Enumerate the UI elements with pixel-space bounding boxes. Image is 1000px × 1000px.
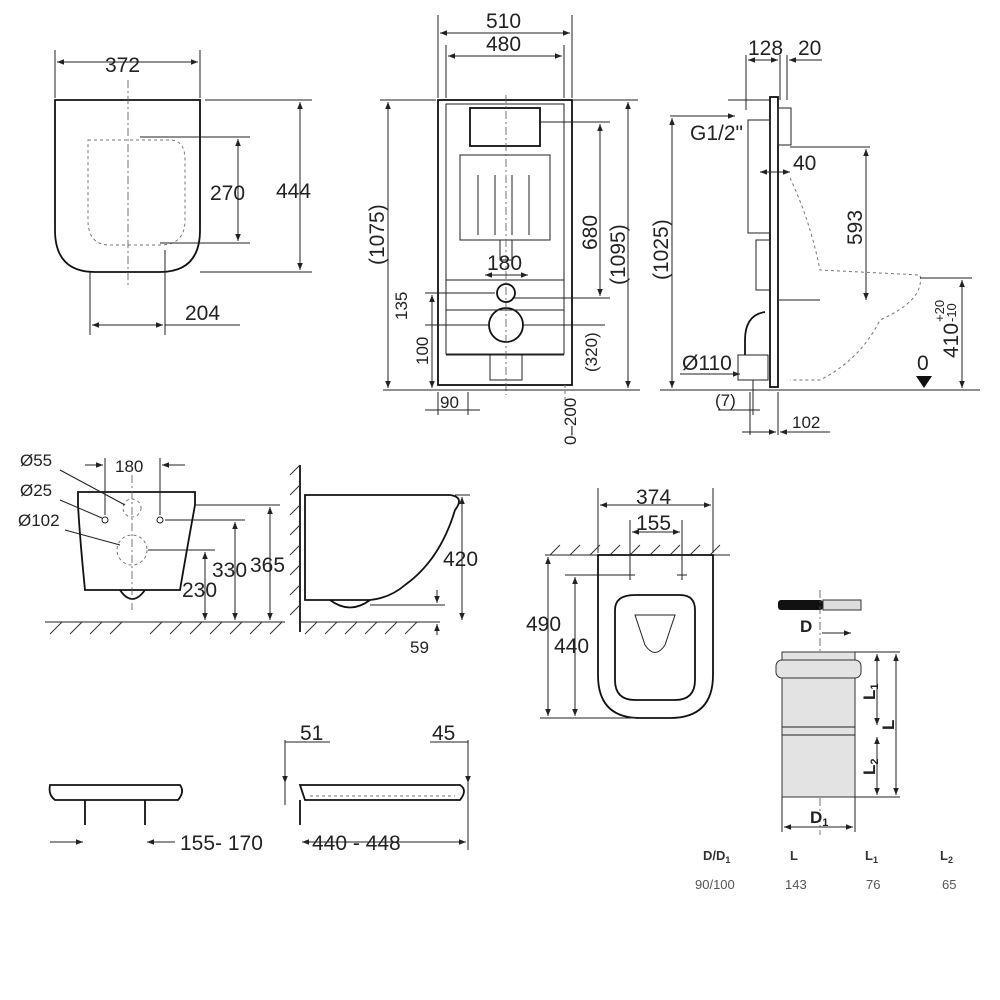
outlet-offset-label: (7) bbox=[715, 391, 736, 410]
top-height-365-label: 365 bbox=[250, 554, 285, 577]
floor-level-triangle-icon bbox=[916, 376, 932, 388]
table-cell-l1: 76 bbox=[866, 877, 880, 892]
hinge-range-label: 155- 170 bbox=[180, 832, 263, 855]
bolt-height-label: 135 bbox=[392, 292, 411, 320]
hinge-spacing-label: 204 bbox=[185, 302, 220, 325]
outlet-hole-diameter-label: Ø102 bbox=[18, 511, 60, 530]
flush-to-bolts-label: 593 bbox=[844, 210, 867, 245]
outlet-diameter-label: Ø110 bbox=[682, 352, 732, 375]
water-inlet-label: G1/2" bbox=[690, 122, 743, 145]
seat-tol-minus-label: -10 bbox=[944, 303, 959, 322]
frame-side-height-label: (1025) bbox=[650, 219, 673, 280]
bowl-bolt-spacing-label: 180 bbox=[115, 457, 143, 476]
bowl-inner-length-label: 440 bbox=[554, 635, 589, 658]
fitting-d1-label: D1 bbox=[810, 808, 828, 829]
seat-length-range-label: 440 - 448 bbox=[312, 832, 401, 855]
foot-offset-label: 90 bbox=[440, 393, 459, 412]
bolt-spacing-label: 180 bbox=[487, 252, 522, 275]
foot-adjust-label: 0–200 bbox=[561, 398, 580, 445]
frame-front-view: 510 480 (1075) 680 (1095) 180 135 100 (3… bbox=[366, 10, 640, 445]
bowl-front-view: Ø55 Ø25 Ø102 180 230 330 365 bbox=[18, 451, 285, 635]
frame-height-left-label: (1075) bbox=[366, 204, 389, 265]
bowl-side-view: 420 59 bbox=[289, 464, 478, 657]
bowl-width-label: 374 bbox=[636, 486, 671, 509]
outlet-center-label: (320) bbox=[582, 332, 601, 372]
seat-side-view: 155- 170 51 45 440 - 448 bbox=[48, 722, 471, 855]
frame-inner-width-label: 480 bbox=[486, 33, 521, 56]
seat-width-label: 372 bbox=[105, 54, 140, 77]
frame-height-right-label: (1095) bbox=[607, 224, 630, 285]
rear-offset-label: 51 bbox=[300, 722, 323, 745]
bolt-height-330-label: 330 bbox=[212, 559, 247, 582]
offset-label: 40 bbox=[793, 152, 816, 175]
floor-level-label: 0 bbox=[917, 352, 929, 375]
seat-inner-depth-label: 270 bbox=[210, 182, 245, 205]
table-header-l1: L1 bbox=[865, 848, 878, 865]
bowl-bottom-label: 59 bbox=[410, 638, 429, 657]
bowl-bolt-spacing-top-label: 155 bbox=[636, 512, 671, 535]
seat-top-view: 372 270 444 204 bbox=[54, 50, 312, 335]
table-cell-l: 143 bbox=[785, 877, 807, 892]
flush-height-label: 680 bbox=[579, 215, 602, 250]
frame-side-view: 128 20 G1/2" 40 593 (1025) 410 +20 -10 0… bbox=[650, 37, 980, 435]
fitting-l1-label: L1 bbox=[860, 683, 881, 700]
frame-outer-width-label: 510 bbox=[486, 10, 521, 33]
table-header-d-d1: D/D1 bbox=[703, 848, 730, 865]
outlet-height-230-label: 230 bbox=[182, 579, 217, 602]
frame-depth-label: 128 bbox=[748, 37, 783, 60]
fitting-l-label: L bbox=[879, 720, 898, 730]
seat-tol-plus-label: +20 bbox=[932, 300, 947, 322]
plate-thickness-label: 20 bbox=[798, 37, 821, 60]
fitting-table: D/D1 L L1 L2 90/100 143 76 65 bbox=[695, 848, 956, 892]
seat-depth-label: 444 bbox=[276, 180, 311, 203]
fitting-l2-label: L2 bbox=[860, 758, 881, 775]
table-cell-d-d1: 90/100 bbox=[695, 877, 735, 892]
front-offset-label: 45 bbox=[432, 722, 455, 745]
outlet-distance-label: 102 bbox=[792, 413, 820, 432]
bolt-hole-diameter-label: Ø55 bbox=[20, 451, 52, 470]
seat-height-label: 410 bbox=[940, 323, 963, 358]
outlet-height-label: 100 bbox=[413, 337, 432, 365]
bowl-top-view: 374 155 490 440 bbox=[526, 486, 730, 719]
bowl-length-label: 490 bbox=[526, 613, 561, 636]
bowl-height-label: 420 bbox=[443, 548, 478, 571]
pipe-fitting: D L1 L2 L D1 bbox=[775, 590, 900, 835]
table-header-l2: L2 bbox=[940, 848, 953, 865]
table-cell-l2: 65 bbox=[942, 877, 956, 892]
table-header-l: L bbox=[790, 848, 798, 863]
fix-hole-diameter-label: Ø25 bbox=[20, 481, 52, 500]
fitting-d-label: D bbox=[800, 617, 812, 636]
